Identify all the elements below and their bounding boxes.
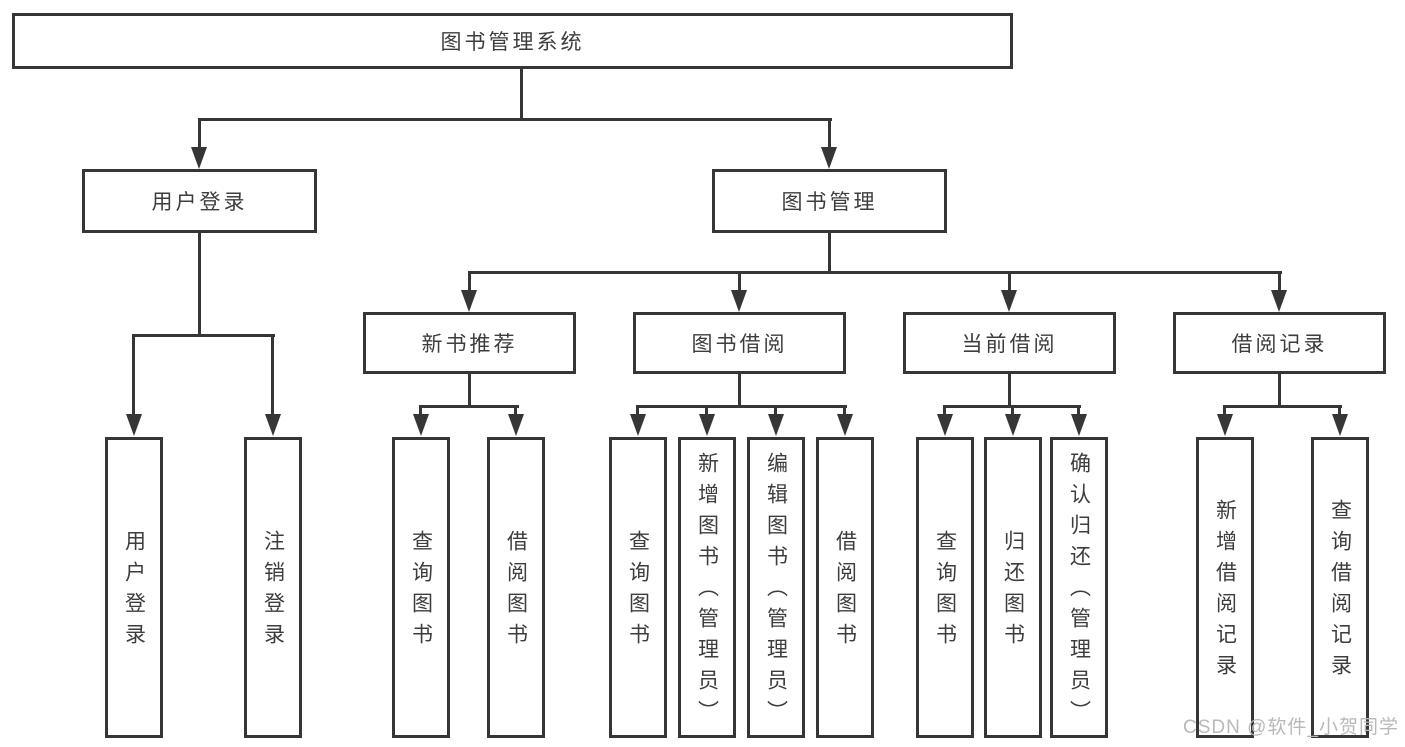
arrowhead <box>731 290 747 312</box>
leaf-newbook-query: 查询图书 <box>392 437 450 738</box>
leaf-borrow-edit-admin: 编辑图书（管理员） <box>747 437 805 738</box>
connector-line <box>774 405 777 416</box>
connector-line <box>1011 405 1014 416</box>
connector-line <box>198 118 832 121</box>
leaf-records-add-label: 新增借阅记录 <box>1213 498 1237 685</box>
leaf-current-confirm-admin: 确认归还（管理员） <box>1050 437 1108 738</box>
leaf-logout: 注销登录 <box>244 437 302 738</box>
leaf-borrow-query: 查询图书 <box>609 437 667 738</box>
leaf-borrow-borrow-label: 借阅图书 <box>833 529 857 654</box>
arrowhead <box>821 147 837 169</box>
connector-line <box>1338 405 1341 416</box>
connector-line <box>1223 405 1342 408</box>
leaf-borrow-add-admin: 新增图书（管理员） <box>678 437 736 738</box>
connector-line <box>419 405 519 408</box>
arrowhead <box>630 414 646 436</box>
arrowhead <box>508 414 524 436</box>
leaf-newbook-query-label: 查询图书 <box>409 529 433 654</box>
node-root: 图书管理系统 <box>12 13 1013 69</box>
leaf-records-add: 新增借阅记录 <box>1196 437 1254 738</box>
connector-line <box>198 118 201 150</box>
connector-line <box>705 405 708 416</box>
node-current-borrow: 当前借阅 <box>903 312 1116 374</box>
leaf-current-confirm-admin-label: 确认归还（管理员） <box>1067 452 1091 731</box>
node-new-book-recommend: 新书推荐 <box>363 312 576 374</box>
leaf-borrow-borrow: 借阅图书 <box>816 437 874 738</box>
connector-line <box>828 232 831 274</box>
node-user-login-label: 用户登录 <box>151 191 248 214</box>
arrowhead <box>837 414 853 436</box>
leaf-borrow-query-label: 查询图书 <box>626 529 650 654</box>
node-borrow-records: 借阅记录 <box>1173 312 1386 374</box>
connector-line <box>468 271 471 292</box>
node-new-book-recommend-label: 新书推荐 <box>421 333 518 356</box>
leaf-newbook-borrow: 借阅图书 <box>487 437 545 738</box>
connector-line <box>1008 271 1011 292</box>
node-book-borrow: 图书借阅 <box>633 312 846 374</box>
connector-line <box>468 271 1282 274</box>
leaf-records-query-label: 查询借阅记录 <box>1328 498 1352 685</box>
connector-line <box>1223 405 1226 416</box>
connector-line <box>520 69 523 121</box>
arrowhead <box>126 414 142 436</box>
arrowhead <box>191 147 207 169</box>
leaf-current-return-label: 归还图书 <box>1001 529 1025 654</box>
leaf-user-login-label: 用户登录 <box>122 529 146 654</box>
node-book-management-label: 图书管理 <box>781 191 878 214</box>
arrowhead <box>1001 290 1017 312</box>
watermark-text: CSDN @软件_小贺同学 <box>1183 717 1399 738</box>
arrowhead <box>461 290 477 312</box>
connector-line <box>419 405 422 416</box>
connector-line <box>1008 373 1011 408</box>
arrowhead <box>1005 414 1021 436</box>
node-user-login: 用户登录 <box>82 169 317 233</box>
node-current-borrow-label: 当前借阅 <box>961 333 1058 356</box>
connector-line <box>132 334 275 337</box>
node-root-label: 图书管理系统 <box>440 31 585 54</box>
connector-line <box>132 334 135 415</box>
connector-line <box>636 405 639 416</box>
leaf-current-query: 查询图书 <box>916 437 974 738</box>
leaf-current-query-label: 查询图书 <box>933 529 957 654</box>
node-book-management: 图书管理 <box>712 169 947 233</box>
connector-line <box>1278 373 1281 408</box>
connector-line <box>636 405 847 408</box>
connector-line <box>514 405 517 416</box>
arrowhead <box>699 414 715 436</box>
connector-line <box>1077 405 1080 416</box>
leaf-user-login: 用户登录 <box>105 437 163 738</box>
connector-line <box>198 233 201 337</box>
connector-line <box>828 118 831 150</box>
leaf-current-return: 归还图书 <box>984 437 1042 738</box>
leaf-records-query: 查询借阅记录 <box>1311 437 1369 738</box>
connector-line <box>943 405 946 416</box>
connector-line <box>738 373 741 408</box>
connector-line <box>1278 271 1281 292</box>
connector-line <box>468 373 471 408</box>
arrowhead <box>1071 414 1087 436</box>
arrowhead <box>1332 414 1348 436</box>
connector-line <box>738 271 741 292</box>
node-borrow-records-label: 借阅记录 <box>1231 333 1328 356</box>
arrowhead <box>768 414 784 436</box>
arrowhead <box>937 414 953 436</box>
connector-line <box>271 334 274 415</box>
leaf-newbook-borrow-label: 借阅图书 <box>504 529 528 654</box>
arrowhead <box>1271 290 1287 312</box>
leaf-borrow-add-admin-label: 新增图书（管理员） <box>695 452 719 731</box>
leaf-logout-label: 注销登录 <box>261 529 285 654</box>
node-book-borrow-label: 图书借阅 <box>691 333 788 356</box>
arrowhead <box>413 414 429 436</box>
connector-line <box>843 405 846 416</box>
leaf-borrow-edit-admin-label: 编辑图书（管理员） <box>764 452 788 731</box>
arrowhead <box>1217 414 1233 436</box>
arrowhead <box>265 414 281 436</box>
